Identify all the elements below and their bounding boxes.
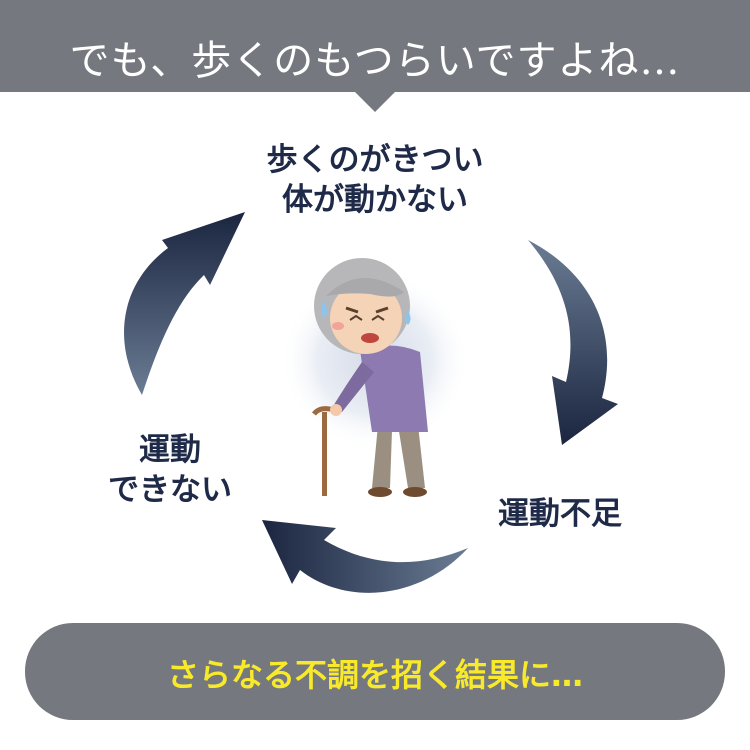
footer-text: さらなる不調を招く結果に… — [166, 656, 583, 694]
label-cannot-exercise: 運動 できない — [90, 430, 250, 510]
banner-title: でも、歩くのもつらいですよね… — [69, 38, 681, 84]
top-banner: でも、歩くのもつらいですよね… — [0, 0, 750, 130]
footer-banner: さらなる不調を招く結果に… — [25, 623, 725, 720]
elderly-person-illustration — [280, 258, 470, 497]
label-left-line2: できない — [108, 472, 232, 508]
banner-shape — [0, 0, 750, 112]
label-left-line1: 運動 — [139, 432, 201, 468]
label-top-line2: 体が動かない — [282, 182, 468, 218]
label-lack-of-exercise: 運動不足 — [470, 494, 650, 534]
label-right-line1: 運動不足 — [498, 496, 622, 532]
label-walking-hard: 歩くのがきつい 体が動かない — [215, 140, 535, 220]
arrow-right — [528, 240, 618, 445]
arrow-bottom — [262, 520, 468, 593]
arrow-upper-left — [124, 212, 245, 395]
label-top-line1: 歩くのがきつい — [266, 142, 484, 178]
